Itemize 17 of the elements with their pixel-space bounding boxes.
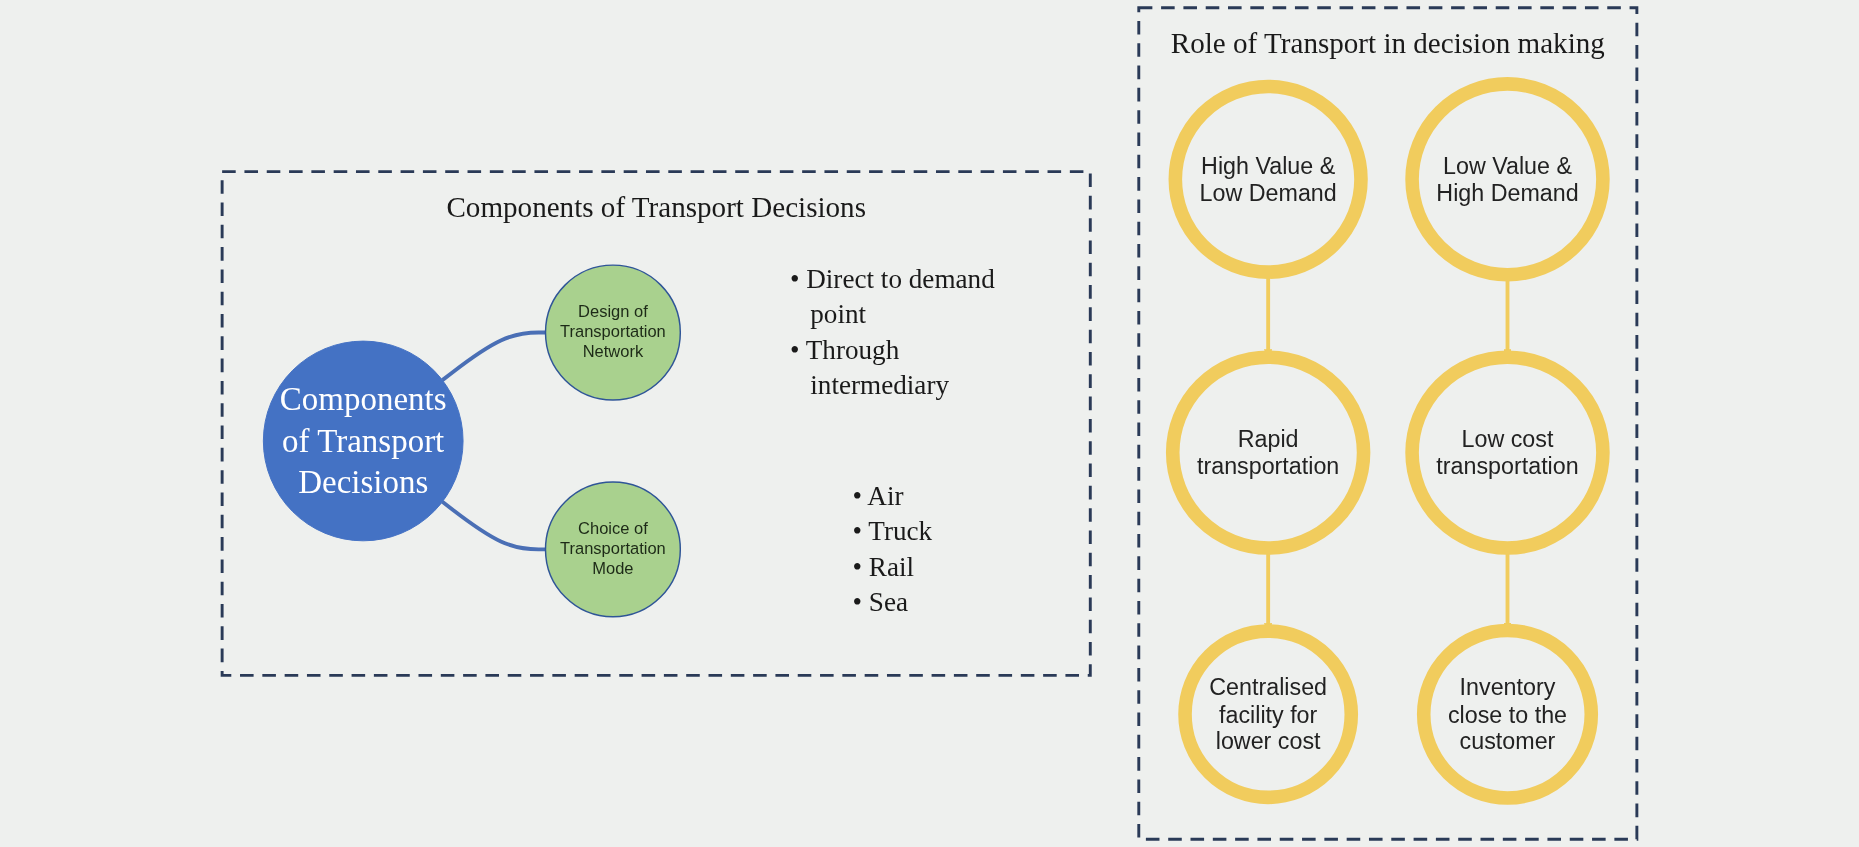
node-circle: Inventory close to the customer: [1416, 623, 1599, 805]
node-label: • Sea: [852, 586, 908, 617]
node-circle: Low Value & High Demand: [1405, 77, 1610, 282]
node-circle: High Value & Low Demand: [1168, 79, 1368, 279]
node-circle: Low cost transportation: [1405, 350, 1610, 555]
node-circle: Centralised facility for lower cost: [1178, 624, 1359, 805]
node-label: • Through intermediary: [789, 334, 950, 400]
node-circle: Design of Transportation Network: [544, 264, 682, 401]
node-circle: Choice of Transportation Mode: [544, 481, 682, 618]
node-label: • Truck: [852, 516, 933, 547]
node-label: • Air: [852, 480, 904, 511]
connector: [441, 500, 546, 552]
connector: [441, 330, 546, 382]
node-circle: Rapid transportation: [1165, 350, 1371, 555]
node-circle: Components of Transport Decisions: [262, 340, 464, 542]
node-label: • Rail: [852, 551, 915, 582]
node-label: • Direct to demand point: [789, 263, 995, 330]
